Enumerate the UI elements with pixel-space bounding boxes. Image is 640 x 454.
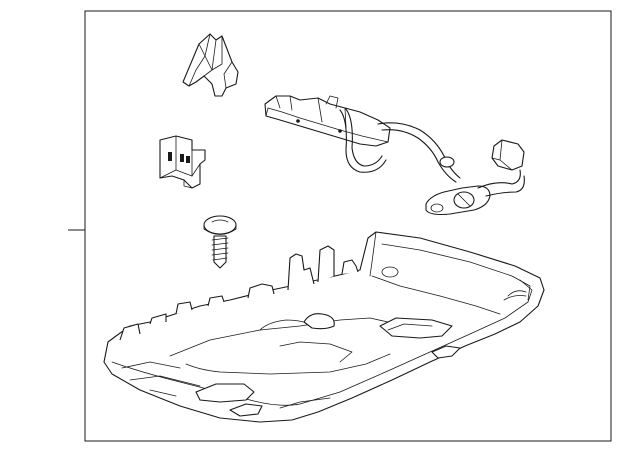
retaining-clip[interactable] bbox=[182, 33, 239, 97]
wire-harness[interactable] bbox=[264, 95, 525, 216]
screw[interactable] bbox=[203, 215, 237, 269]
overhead-console[interactable] bbox=[103, 231, 545, 423]
diagram-frame bbox=[68, 10, 612, 442]
mounting-bracket[interactable] bbox=[159, 135, 206, 189]
